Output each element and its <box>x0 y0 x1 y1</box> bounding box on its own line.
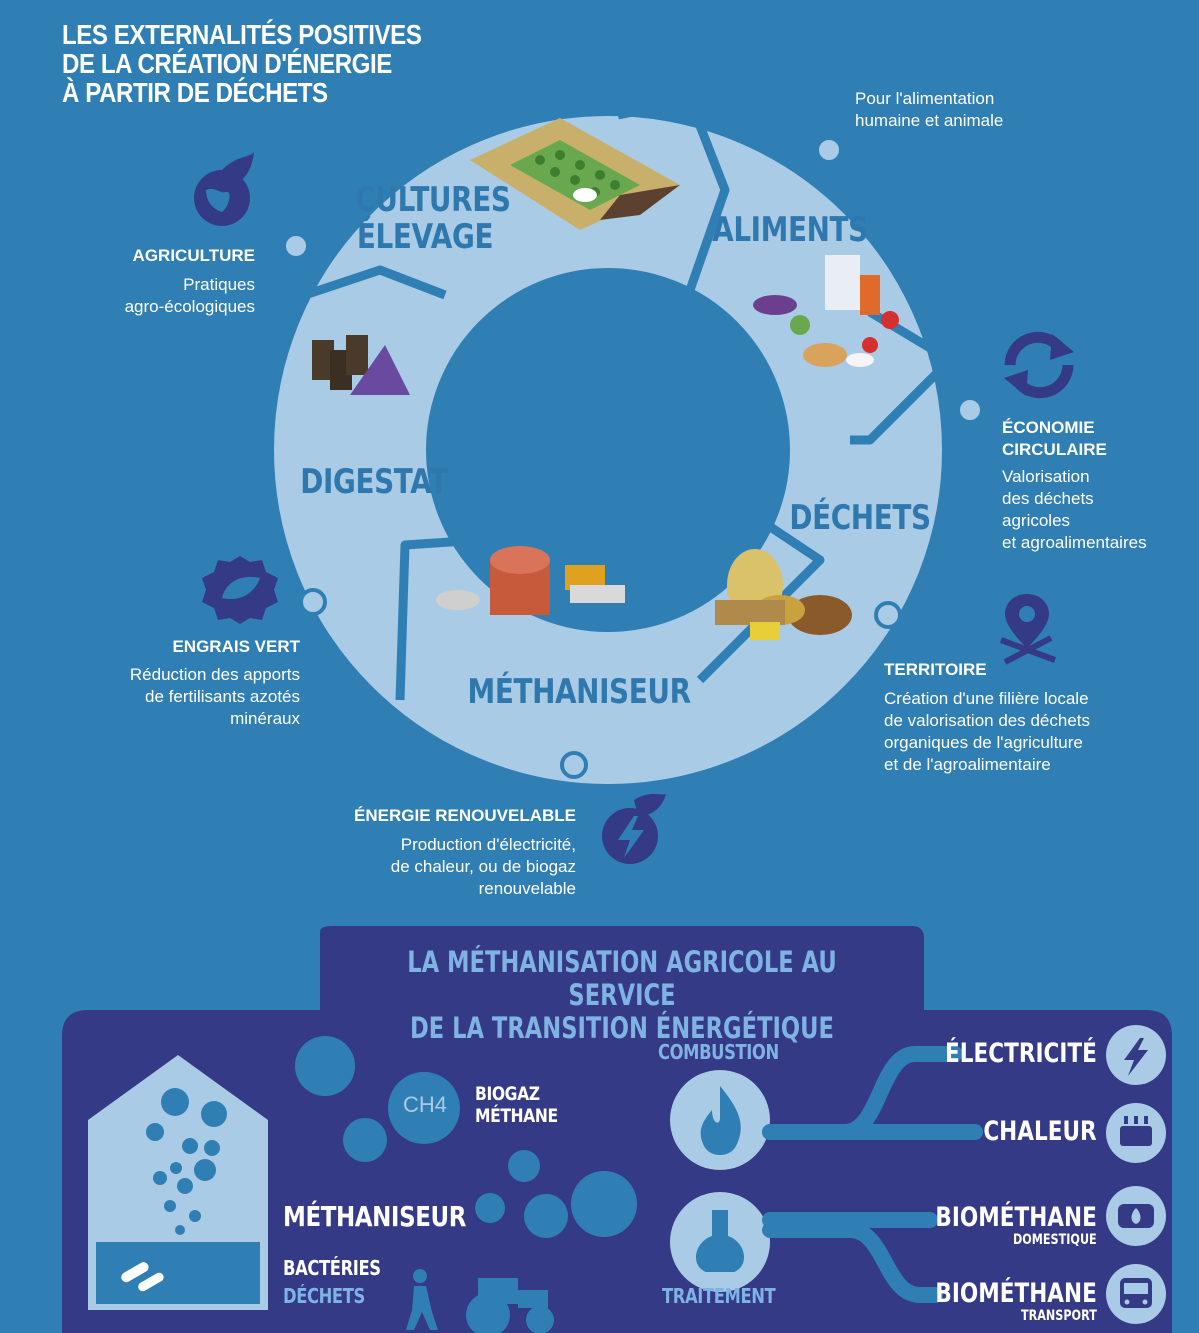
methaniseur-tank <box>88 1055 268 1310</box>
radiator-icon <box>1120 1116 1152 1146</box>
ch4-label: CH4 <box>402 1092 447 1117</box>
food-illustration <box>753 255 899 367</box>
output-transport-sub: TRANSPORT <box>1021 1308 1097 1324</box>
leaf-badge-icon <box>202 556 278 624</box>
combustion-label: COMBUSTION <box>658 1040 779 1064</box>
traitement-label: TRAITEMENT <box>662 1284 776 1308</box>
stage-cultures-label: CULTURES ÉLEVAGE <box>355 180 511 257</box>
tractor-icon <box>466 1278 554 1333</box>
energie-heading: ÉNERGIE RENOUVELABLE <box>354 806 576 825</box>
bottom-panel <box>62 926 1172 1333</box>
bus-icon <box>1120 1278 1152 1308</box>
engrais-text: Réduction des apports de fertilisants az… <box>129 665 300 728</box>
stage-dechets-label: DÉCHETS <box>789 498 931 538</box>
agriculture-text: Pratiques agro-écologiques <box>124 275 255 316</box>
lightning-icon <box>1124 1038 1148 1076</box>
economie-text: Valorisation des déchets agricoles et ag… <box>1002 467 1147 552</box>
map-pin-icon <box>999 594 1057 665</box>
cycle-diagram <box>274 116 982 784</box>
flame-icon <box>700 1086 741 1155</box>
stage-aliments-label: ALIMENTS <box>712 210 868 250</box>
gas-bubbles <box>295 1036 637 1238</box>
methane-label: MÉTHANE <box>475 1105 558 1127</box>
economie-heading: ÉCONOMIE CIRCULAIRE <box>1002 418 1107 459</box>
output-chaleur-label: CHALEUR <box>983 1116 1097 1147</box>
dechets-label: DÉCHETS <box>283 1284 365 1308</box>
output-branches <box>762 1046 983 1303</box>
globe-leaf-icon <box>194 152 254 226</box>
waste-illustration <box>715 549 852 640</box>
engrais-heading: ENGRAIS VERT <box>172 637 300 656</box>
methaniseur-illustration <box>436 546 625 615</box>
output-electricite-label: ÉLECTRICITÉ <box>945 1038 1097 1069</box>
farm-illustration <box>470 118 680 230</box>
bacteries-label: BACTÉRIES <box>283 1256 381 1280</box>
bottom-title: LA MÉTHANISATION AGRICOLE AU SERVICE DE … <box>407 945 837 1045</box>
alimentation-text: Pour l'alimentation humaine et animale <box>855 89 1004 130</box>
walker-icon <box>406 1269 438 1330</box>
stage-methaniseur-label: MÉTHANISEUR <box>467 672 692 712</box>
energie-text: Production d'électricité, de chaleur, ou… <box>390 835 576 898</box>
page-title: LES EXTERNALITÉS POSITIVES DE LA CRÉATIO… <box>62 19 422 108</box>
biogaz-label: BIOGAZ <box>475 1083 540 1105</box>
digestat-illustration <box>312 335 410 395</box>
recycle-arrows-icon <box>1004 331 1074 399</box>
methaniseur-label: MÉTHANISEUR <box>283 1200 466 1233</box>
output-biomethane-domestique-label: BIOMÉTHANE <box>935 1202 1097 1233</box>
gas-burner-icon <box>1118 1204 1154 1228</box>
territoire-heading: TERRITOIRE <box>884 660 987 679</box>
flask-icon <box>695 1210 745 1272</box>
output-biomethane-transport-label: BIOMÉTHANE <box>935 1278 1097 1309</box>
lightning-cycle-icon <box>602 794 666 864</box>
stage-digestat-label: DIGESTAT <box>300 462 448 502</box>
ch4-bubble <box>388 1072 460 1144</box>
agriculture-heading: AGRICULTURE <box>132 246 255 265</box>
output-domestique-sub: DOMESTIQUE <box>1013 1232 1097 1248</box>
territoire-text: Création d'une filière locale de valoris… <box>884 689 1091 774</box>
